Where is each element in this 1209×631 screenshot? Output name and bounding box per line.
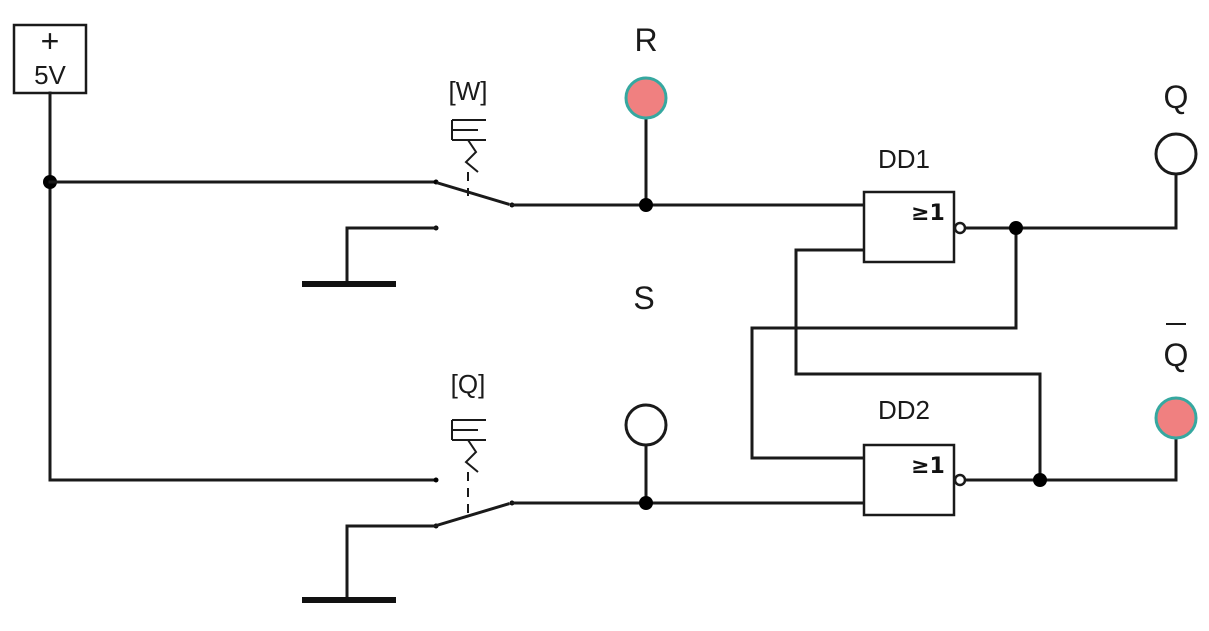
s-indicator-lamp <box>624 403 668 447</box>
dd1-output-to-dd2-input-wire <box>750 226 1018 460</box>
q-bar-label: Q <box>1164 337 1189 373</box>
top-ground-wire <box>345 226 438 286</box>
switch-q-handle-icon <box>451 419 486 441</box>
q-indicator-lamp <box>1154 132 1198 176</box>
switch-q-blade <box>436 502 510 527</box>
switch-w-key-label: [W] <box>449 76 488 106</box>
q-bar-junction-dot <box>1033 473 1047 487</box>
dd2-nor-symbol: ≥1 <box>911 454 945 479</box>
dd1-inversion-bubble <box>953 221 967 235</box>
switch-w[interactable]: [W] <box>433 76 515 231</box>
dd1-nor-symbol: ≥1 <box>911 201 945 226</box>
r-junction-dot <box>639 198 653 212</box>
dd2-label: DD2 <box>878 395 930 425</box>
power-supply-5v[interactable]: + 5V <box>12 23 88 95</box>
dd2-inversion-bubble <box>953 473 967 487</box>
switch-q-key-label: [Q] <box>451 369 486 399</box>
switch-q-top-contact <box>433 477 439 483</box>
r-indicator-lamp <box>624 76 668 120</box>
r-label: R <box>634 22 657 58</box>
q-junction-dot <box>1009 221 1023 235</box>
dd1-label: DD1 <box>878 144 930 174</box>
switch-w-handle-icon <box>451 119 486 141</box>
s-label: S <box>633 280 654 316</box>
switch-w-blade <box>436 181 510 206</box>
switch-q-spring-icon <box>464 439 479 473</box>
supply-voltage-label: 5V <box>34 60 66 90</box>
gate-dd1[interactable]: ≥1 <box>862 190 967 264</box>
s-junction-dot <box>639 496 653 510</box>
gate-dd2[interactable]: ≥1 <box>862 443 967 517</box>
switch-w-spring-icon <box>464 139 479 173</box>
q-bar-indicator-lamp <box>1154 396 1198 440</box>
supply-plus-sign: + <box>41 23 60 59</box>
dd2-output-to-dd1-input-wire <box>794 248 1042 482</box>
bottom-ground-wire <box>345 524 438 602</box>
q-label: Q <box>1164 79 1189 115</box>
switch-q[interactable]: [Q] <box>433 369 515 529</box>
